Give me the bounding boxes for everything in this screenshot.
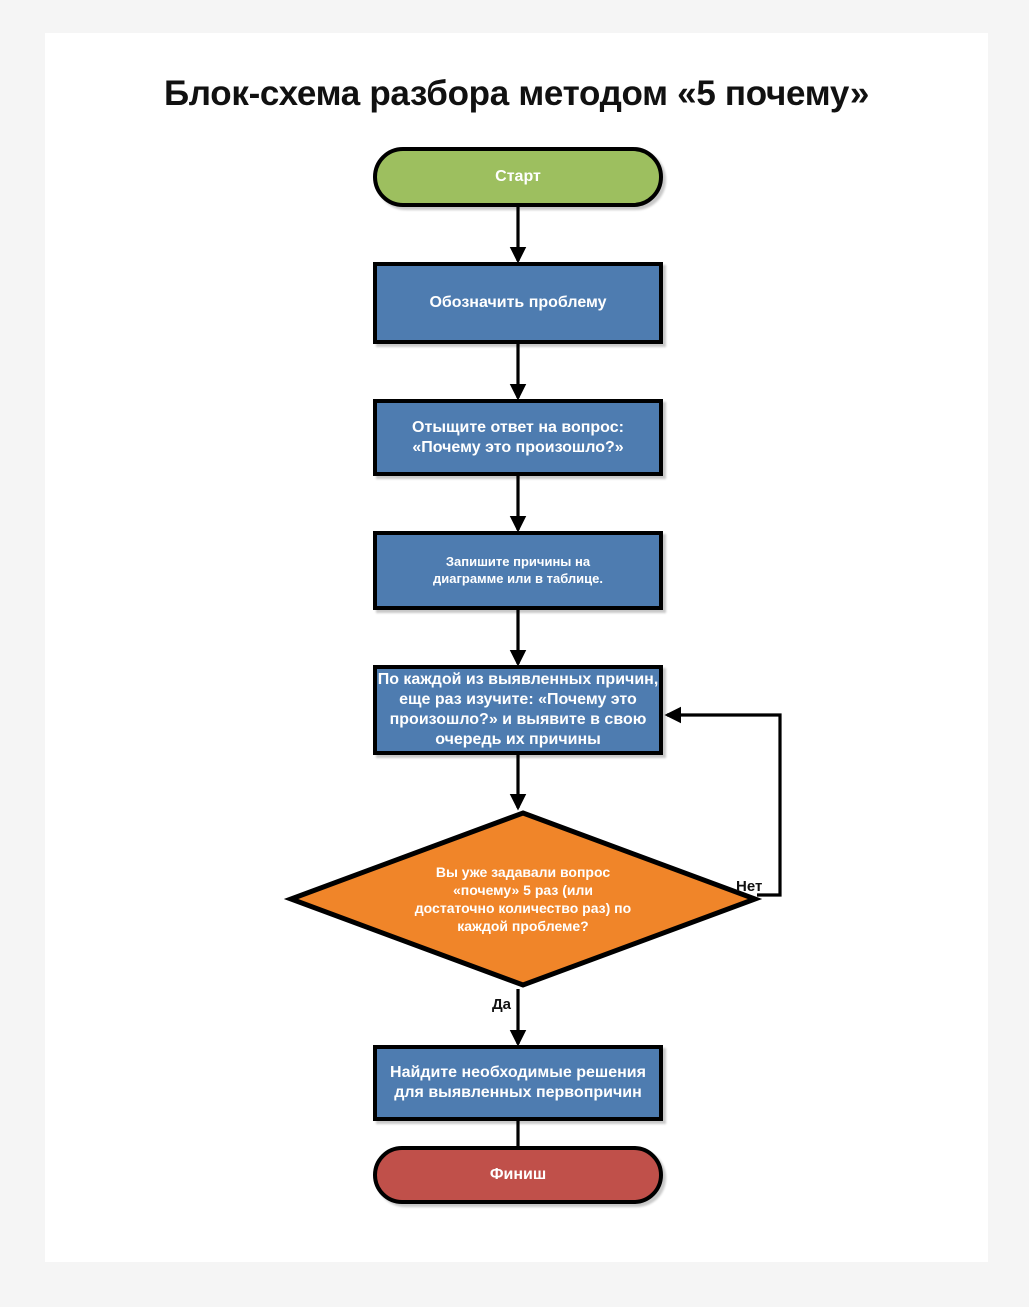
node-define-problem-label: Обозначить проблему bbox=[429, 294, 607, 311]
flowchart: Старт Обозначить проблему Отыщите ответ … bbox=[45, 33, 988, 1262]
node-record-causes[interactable]: Запишите причины на диаграмме или в табл… bbox=[373, 531, 663, 610]
node-repeat-why-label: По каждой из выявленных причин, еще раз … bbox=[377, 671, 659, 748]
node-find-solutions-label: Найдите необходимые решения для выявленн… bbox=[390, 1064, 646, 1101]
diagram-card: Блок-схема разбора методом «5 почему» Ст… bbox=[45, 33, 988, 1262]
edge-decision-no-loop bbox=[664, 706, 782, 897]
node-define-problem[interactable]: Обозначить проблему bbox=[373, 262, 663, 344]
decision-diamond-shape bbox=[283, 810, 763, 988]
node-decision-label: Вы уже задавали вопрос «почему» 5 раз (и… bbox=[414, 863, 632, 935]
node-repeat-why[interactable]: По каждой из выявленных причин, еще раз … bbox=[373, 665, 663, 755]
node-finish-label: Финиш bbox=[489, 1166, 547, 1183]
node-find-answer[interactable]: Отыщите ответ на вопрос: «Почему это про… bbox=[373, 399, 663, 476]
edge-label-no: Нет bbox=[736, 878, 763, 895]
node-find-answer-label: Отыщите ответ на вопрос: «Почему это про… bbox=[412, 418, 624, 456]
node-find-solutions[interactable]: Найдите необходимые решения для выявленн… bbox=[373, 1045, 663, 1121]
node-finish[interactable]: Финиш bbox=[373, 1146, 663, 1204]
page-title: Блок-схема разбора методом «5 почему» bbox=[163, 74, 870, 113]
node-start[interactable]: Старт bbox=[373, 147, 663, 207]
edge-label-yes: Да bbox=[492, 996, 512, 1013]
node-decision-five-times[interactable]: Вы уже задавали вопрос «почему» 5 раз (и… bbox=[283, 810, 763, 988]
node-record-causes-label: Запишите причины на диаграмме или в табл… bbox=[433, 554, 603, 586]
node-start-label: Старт bbox=[495, 168, 541, 185]
